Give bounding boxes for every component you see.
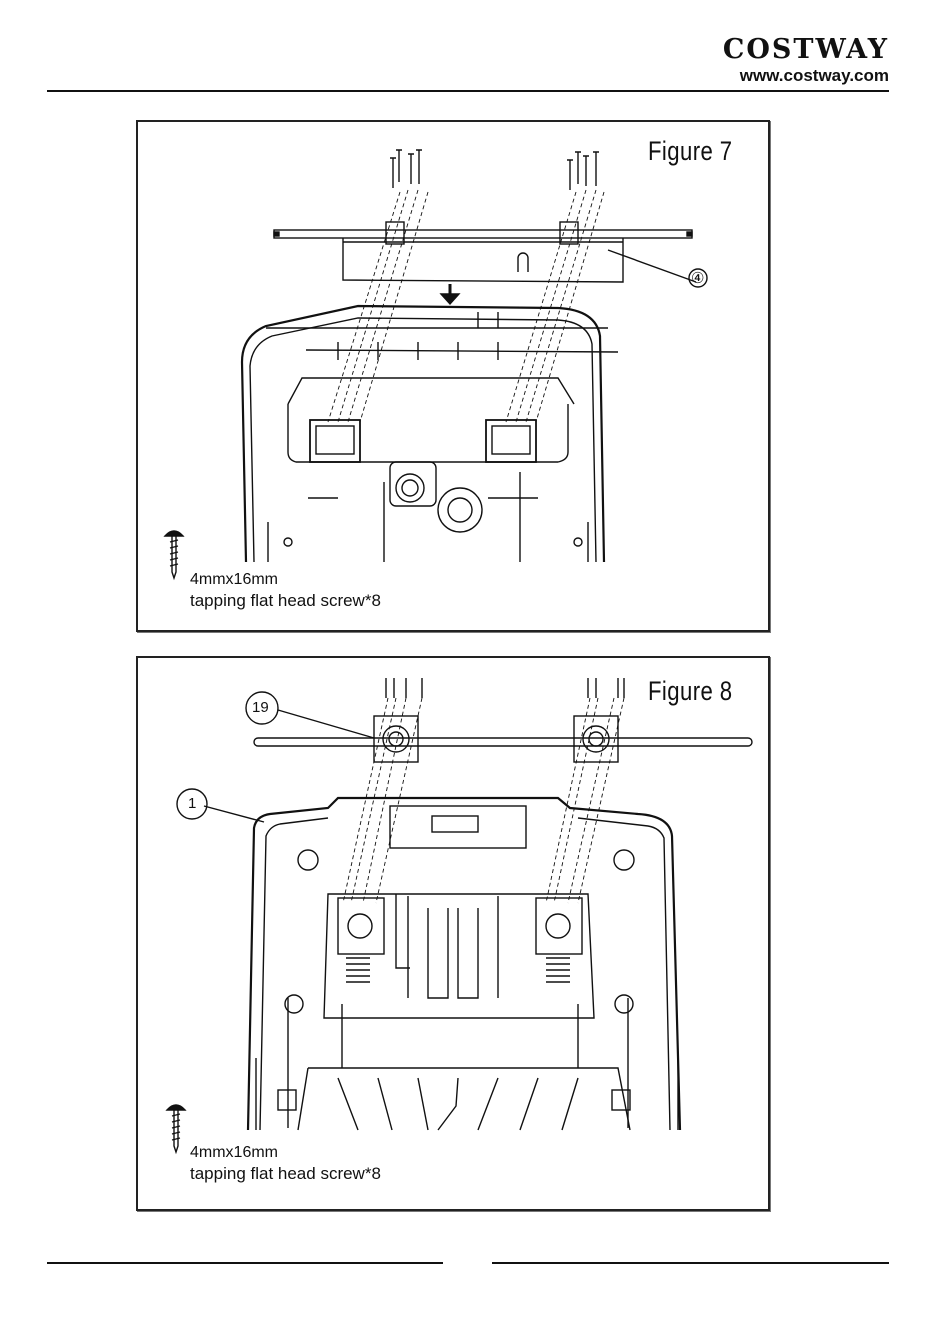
seat-back-body <box>248 798 680 1130</box>
figure-7-title: Figure 7 <box>648 136 733 167</box>
brand-url: www.costway.com <box>723 66 889 86</box>
header-rule <box>47 90 889 92</box>
figure-8-panel: Figure 8 19 1 4mmx16mm tapping flat head… <box>136 656 770 1211</box>
seat-back-outline <box>242 306 618 562</box>
screw-group-right <box>567 152 599 190</box>
screw-description: tapping flat head screw*8 <box>190 590 381 611</box>
screw-icon <box>165 531 183 578</box>
screw-icon <box>167 1105 185 1152</box>
figure-7-panel: Figure 7 ④ 4mmx16mm tapping flat head sc… <box>136 120 770 632</box>
brand-header: COSTWAY www.costway.com <box>723 36 889 86</box>
tube-bar <box>254 738 752 746</box>
screw-group-right <box>588 678 624 698</box>
figure-7-drawing <box>138 122 768 630</box>
callout-part-1: 1 <box>188 795 196 812</box>
screw-group-left <box>390 150 422 188</box>
bracket-bar-part-4 <box>274 222 707 287</box>
figure-7-screw-note: 4mmx16mm tapping flat head screw*8 <box>190 569 381 611</box>
screw-size: 4mmx16mm <box>190 1142 381 1163</box>
screw-size: 4mmx16mm <box>190 569 381 590</box>
callout-part-4: ④ <box>691 269 704 287</box>
footer-rule-right <box>492 1262 889 1264</box>
figure-8-screw-note: 4mmx16mm tapping flat head screw*8 <box>190 1142 381 1184</box>
screw-group-left <box>386 678 422 698</box>
callout-part-19: 19 <box>252 699 269 716</box>
figure-8-title: Figure 8 <box>648 676 733 707</box>
footer-rule-left <box>47 1262 443 1264</box>
figure-8-drawing <box>138 658 768 1209</box>
screw-description: tapping flat head screw*8 <box>190 1163 381 1184</box>
mounting-plate-left <box>374 716 418 762</box>
brand-logo: COSTWAY <box>723 36 889 64</box>
